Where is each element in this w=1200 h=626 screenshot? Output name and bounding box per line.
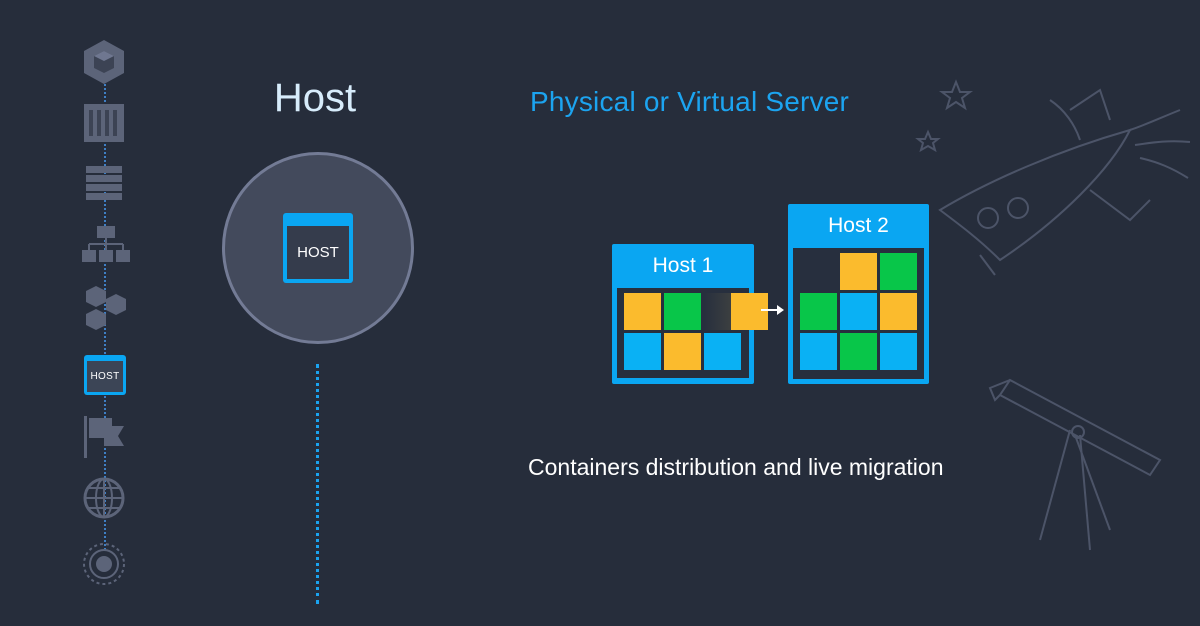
host-1-well xyxy=(617,288,749,378)
host-1-label: Host 1 xyxy=(652,254,714,277)
container-cell xyxy=(800,333,837,370)
container-cell xyxy=(840,253,877,290)
container-cell xyxy=(664,293,701,330)
page-title: Host xyxy=(273,76,357,120)
timeline-connector xyxy=(316,364,319,604)
cluster-icon[interactable] xyxy=(82,284,126,330)
container-icon[interactable] xyxy=(82,102,126,146)
container-cell xyxy=(664,333,701,370)
layers-icon[interactable] xyxy=(82,164,126,208)
globe-icon[interactable] xyxy=(82,476,126,520)
subtitle: Physical or Virtual Server xyxy=(530,86,850,117)
host-card: HOST xyxy=(283,213,353,283)
rocket-telescope-illustration xyxy=(915,79,1191,551)
container-cell xyxy=(880,333,917,370)
container-cell xyxy=(624,293,661,330)
container-cell xyxy=(704,333,741,370)
host-1-box: Host 1 xyxy=(612,244,754,384)
container-cell xyxy=(840,333,877,370)
host-card-label: HOST xyxy=(287,226,349,279)
host-icon-label: HOST xyxy=(87,361,123,392)
cube-hexagon-icon[interactable] xyxy=(82,38,126,84)
caption: Containers distribution and live migrati… xyxy=(528,454,944,480)
container-cell xyxy=(624,333,661,370)
hierarchy-icon[interactable] xyxy=(82,224,130,268)
container-cell xyxy=(880,293,917,330)
host-2-label: Host 2 xyxy=(828,214,889,237)
container-cell xyxy=(840,293,877,330)
host-2-box: Host 2 xyxy=(788,204,929,384)
container-cell xyxy=(880,253,917,290)
host-2-well xyxy=(793,248,924,379)
container-cell xyxy=(800,293,837,330)
migrating-container xyxy=(731,293,768,330)
galaxy-icon[interactable] xyxy=(82,542,126,586)
host-icon[interactable]: HOST xyxy=(84,355,126,395)
migration-arrow-icon xyxy=(761,305,784,315)
flag-icon[interactable] xyxy=(82,414,126,458)
